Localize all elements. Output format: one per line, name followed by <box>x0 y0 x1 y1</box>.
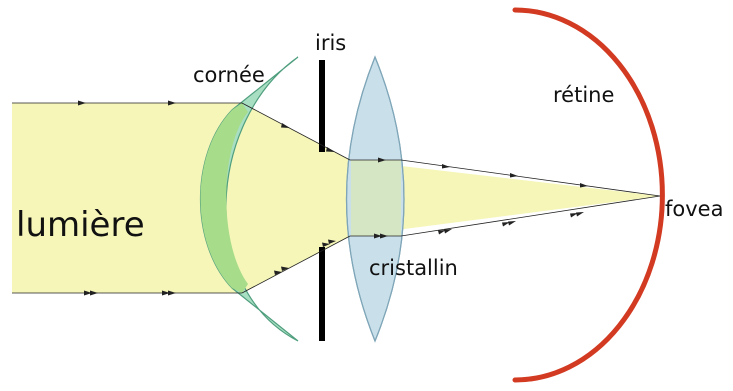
arrow-icon <box>508 221 516 226</box>
lens-outline-front <box>345 55 405 343</box>
arrow-icon <box>576 212 584 217</box>
ray-arrowheads <box>78 100 588 296</box>
arrow-icon <box>168 290 176 296</box>
arrow-icon <box>162 290 170 296</box>
arrow-icon <box>326 147 335 152</box>
arrow-icon <box>438 230 446 235</box>
label-cornee: cornée <box>193 63 265 87</box>
arrow-icon <box>281 123 290 128</box>
arrow-icon <box>580 183 588 188</box>
arrow-icon <box>90 290 98 296</box>
light-rays <box>12 102 661 294</box>
arrow-icon <box>274 270 282 275</box>
arrow-icon <box>502 222 510 227</box>
iris-lower <box>319 247 325 341</box>
arrow-icon <box>78 100 86 106</box>
lens-beam-overlap <box>351 160 401 236</box>
arrow-icon <box>570 213 578 218</box>
label-cristallin: cristallin <box>369 256 458 280</box>
iris-upper <box>319 60 325 152</box>
light-beam-focused <box>350 160 660 236</box>
retina <box>512 7 665 383</box>
arrow-icon <box>322 242 330 247</box>
arrow-icon <box>380 233 388 239</box>
arrow-icon <box>328 239 336 244</box>
label-fovea: fovea <box>665 197 723 221</box>
arrow-icon <box>510 173 518 178</box>
ray-bottom-to-fovea <box>400 195 661 237</box>
label-retine: rétine <box>553 83 614 107</box>
arrow-icon <box>442 164 450 169</box>
arrow-icon <box>84 290 92 296</box>
arrow-icon <box>374 233 382 239</box>
cornea-beam-overlap <box>200 103 248 293</box>
ray-bottom-cornea-lens <box>241 235 351 294</box>
arrow-icon <box>378 157 386 163</box>
label-lumiere: lumière <box>16 205 145 245</box>
arrow-icon <box>281 266 289 271</box>
arrow-icon <box>168 100 176 106</box>
arrow-icon <box>444 229 452 234</box>
label-iris: iris <box>315 31 346 55</box>
